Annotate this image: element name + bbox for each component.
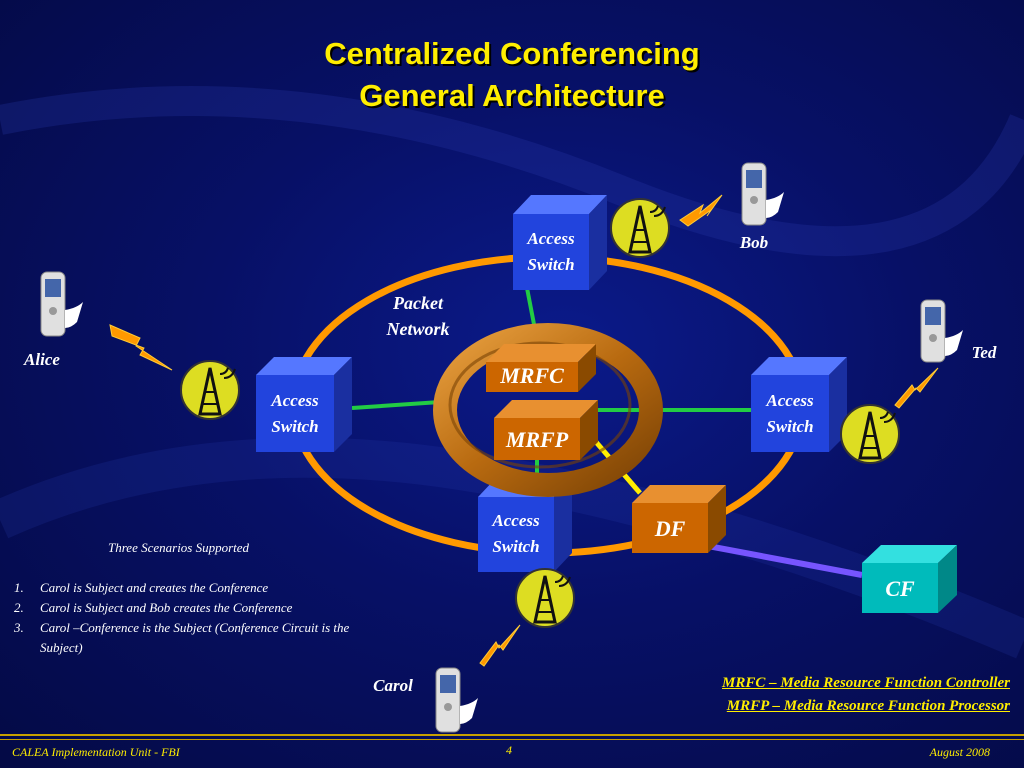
cell-tower-icon xyxy=(610,198,670,258)
cell-tower-icon xyxy=(180,360,240,420)
mrfp-label: MRFP xyxy=(505,427,569,452)
user-label-alice: Alice xyxy=(24,350,60,369)
user-label-carol: Carol xyxy=(373,676,413,695)
mobile-phone-icon xyxy=(920,299,963,363)
page-title-line2: General Architecture xyxy=(359,78,665,113)
scenarios-heading: Three Scenarios Supported xyxy=(108,540,250,555)
user-label-ted: Ted xyxy=(971,343,997,362)
footer-divider xyxy=(0,739,1024,740)
wireless-link-icon xyxy=(894,367,939,409)
df-cf-link xyxy=(707,543,863,578)
background-swirl xyxy=(0,86,1024,257)
wireless-link-icon xyxy=(679,194,723,227)
footer-org: CALEA Implementation Unit - FBI xyxy=(12,745,180,759)
mobile-phone-icon xyxy=(741,162,784,226)
cell-tower-icon xyxy=(515,568,575,628)
access-switch-right-cube xyxy=(751,357,847,452)
wireless-link-icon xyxy=(109,324,173,371)
cf-label: CF xyxy=(885,576,915,601)
scenarios-list: 1.Carol is Subject and creates the Confe… xyxy=(14,578,404,658)
page-number: 4 xyxy=(506,743,512,757)
mrfc-box xyxy=(486,344,596,392)
legend-mrfc: MRFC – Media Resource Function Controlle… xyxy=(722,675,1010,691)
mrf-ring xyxy=(433,323,663,497)
user-label-bob: Bob xyxy=(739,233,769,252)
cf-box xyxy=(862,545,957,613)
page-title-line1: Centralized Conferencing xyxy=(324,36,700,71)
footer-divider xyxy=(0,734,1024,736)
legend-mrfp: MRFP – Media Resource Function Processor xyxy=(726,698,1010,714)
access-switch-left-cube xyxy=(256,357,352,452)
list-item: 2.Carol is Subject and Bob creates the C… xyxy=(14,600,293,615)
list-item: 3.Carol –Conference is the Subject (Conf… xyxy=(14,620,350,655)
mrfc-label: MRFC xyxy=(500,363,564,388)
mobile-phone-icon xyxy=(435,667,478,733)
footer-date: August 2008 xyxy=(929,745,990,759)
access-switch-top-cube xyxy=(513,195,607,290)
wireless-link-icon xyxy=(479,624,521,667)
list-item: 1.Carol is Subject and creates the Confe… xyxy=(14,580,269,595)
mobile-phone-icon xyxy=(40,271,83,337)
cell-tower-icon xyxy=(840,404,900,464)
mrfp-box xyxy=(494,400,598,460)
df-label: DF xyxy=(654,516,686,541)
df-box xyxy=(632,485,726,553)
